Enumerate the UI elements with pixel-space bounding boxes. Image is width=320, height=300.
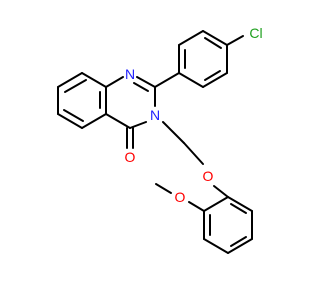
chlorine-atom-label: Cl [249, 25, 262, 41]
ethoxy-linker [162, 121, 229, 198]
methoxyphenyl-ring [155, 183, 253, 254]
chlorophenyl-ring [154, 30, 244, 88]
ether-oxygen-label: O [203, 168, 214, 184]
nitrogen-atom-label: N [125, 66, 135, 82]
nitrogen-atom-label: N [150, 107, 160, 123]
molecule-structure: N N O O O Cl [57, 25, 263, 254]
atom-labels: N N O O O Cl [125, 25, 263, 205]
benzo-ring [57, 72, 107, 129]
pyrimidinone-ring [105, 76, 156, 149]
molecule-canvas: N N O O O Cl [57, 25, 263, 254]
methoxy-oxygen-label: O [175, 189, 186, 205]
carbonyl-oxygen-label: O [125, 149, 136, 165]
